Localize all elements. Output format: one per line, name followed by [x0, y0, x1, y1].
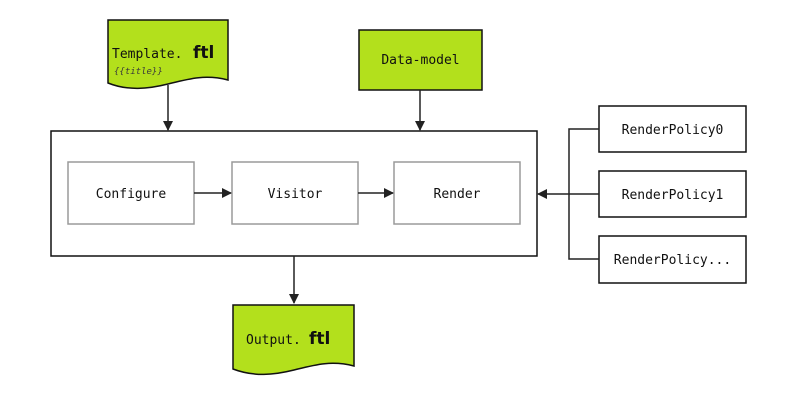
template-placeholder-text: {{title}}: [114, 67, 163, 77]
pipeline-step-box: [393, 161, 521, 225]
data-model-box: Data-model: [358, 29, 483, 91]
output-document-extension: ftl: [309, 329, 330, 349]
pipeline-step-render: Render: [393, 161, 521, 225]
template-document-extension: ftl: [193, 43, 214, 63]
render-policy-0: RenderPolicy0: [598, 105, 747, 153]
render-policy-1: RenderPolicy1: [598, 170, 747, 218]
render-policy-box: [598, 235, 747, 284]
pipeline-step-box: [67, 161, 195, 225]
output-document: Output. ftl: [232, 304, 355, 376]
pipeline-step-box: [231, 161, 359, 225]
render-policy-box: [598, 105, 747, 153]
data-model-label: Data-model: [381, 53, 459, 68]
render-policy-label: RenderPolicy1: [622, 188, 724, 203]
render-policy-box: [598, 170, 747, 218]
pipeline-step-visitor: Visitor: [231, 161, 359, 225]
template-document-name: Template.: [112, 47, 182, 62]
output-document-name: Output.: [246, 333, 301, 348]
template-document: Template. ftl {{title}}: [107, 19, 229, 90]
template-document-shape: [107, 19, 229, 90]
render-policy-label: RenderPolicy...: [614, 253, 731, 268]
output-document-shape: [232, 304, 355, 376]
render-policy-label: RenderPolicy0: [622, 123, 724, 138]
pipeline-step-label: Visitor: [268, 187, 323, 202]
pipeline-step-configure: Configure: [67, 161, 195, 225]
pipeline-step-label: Render: [434, 187, 481, 202]
render-policy-more: RenderPolicy...: [598, 235, 747, 284]
pipeline-step-label: Configure: [96, 187, 167, 202]
data-model-shape: [358, 29, 483, 91]
